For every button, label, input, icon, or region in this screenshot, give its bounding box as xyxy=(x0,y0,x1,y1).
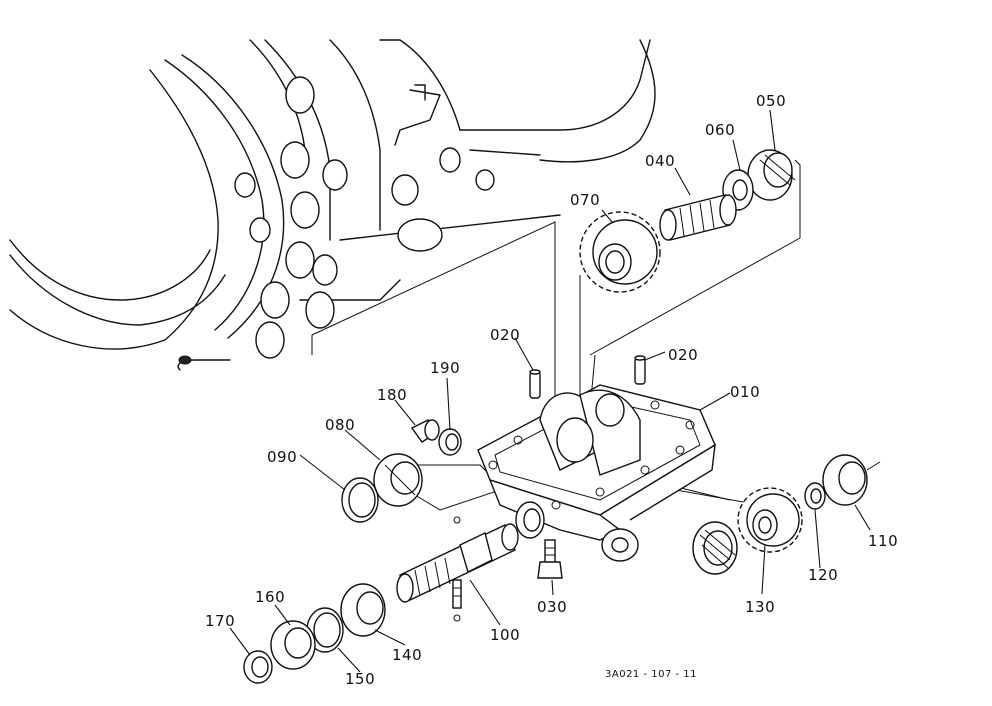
label-010: 010 xyxy=(730,383,760,401)
label-070: 070 xyxy=(570,191,600,209)
label-030: 030 xyxy=(537,598,567,616)
part-070-gear xyxy=(579,211,661,293)
label-060: 060 xyxy=(705,121,735,139)
part-190-seal xyxy=(438,428,462,456)
part-020-dowel-pins xyxy=(529,355,646,399)
part-050-bearing xyxy=(747,149,796,201)
label-150: 150 xyxy=(345,670,375,688)
part-labels: 050 060 040 070 020 020 010 190 180 080 … xyxy=(205,92,898,688)
label-100: 100 xyxy=(490,626,520,644)
label-140: 140 xyxy=(392,646,422,664)
label-040: 040 xyxy=(645,152,675,170)
label-080: 080 xyxy=(325,416,355,434)
part-090-snap-ring xyxy=(341,477,379,523)
label-190: 190 xyxy=(430,359,460,377)
label-120: 120 xyxy=(808,566,838,584)
part-010-gear-case xyxy=(477,384,716,562)
part-100-shaft xyxy=(396,516,519,622)
part-030-plug xyxy=(537,539,563,579)
part-160-bearing xyxy=(270,620,316,670)
part-130-gear xyxy=(692,487,803,575)
label-020-right: 020 xyxy=(668,346,698,364)
label-090: 090 xyxy=(267,448,297,466)
label-020-left: 020 xyxy=(490,326,520,344)
label-170: 170 xyxy=(205,612,235,630)
label-050: 050 xyxy=(756,92,786,110)
drawing-code: 3A021 - 107 - 11 xyxy=(605,669,697,680)
transmission-housing xyxy=(9,39,656,371)
part-170-collar xyxy=(243,650,273,684)
label-160: 160 xyxy=(255,588,285,606)
part-120-washer xyxy=(804,482,826,510)
part-180-plug xyxy=(410,419,440,443)
label-leaders xyxy=(229,109,871,673)
label-110: 110 xyxy=(868,532,898,550)
part-140-bearing xyxy=(340,583,386,637)
part-080-bearing xyxy=(373,453,423,507)
label-180: 180 xyxy=(377,386,407,404)
part-110-bearing xyxy=(822,454,881,506)
housing-studs xyxy=(178,76,495,365)
label-130: 130 xyxy=(745,598,775,616)
part-040-shaft xyxy=(659,194,737,241)
